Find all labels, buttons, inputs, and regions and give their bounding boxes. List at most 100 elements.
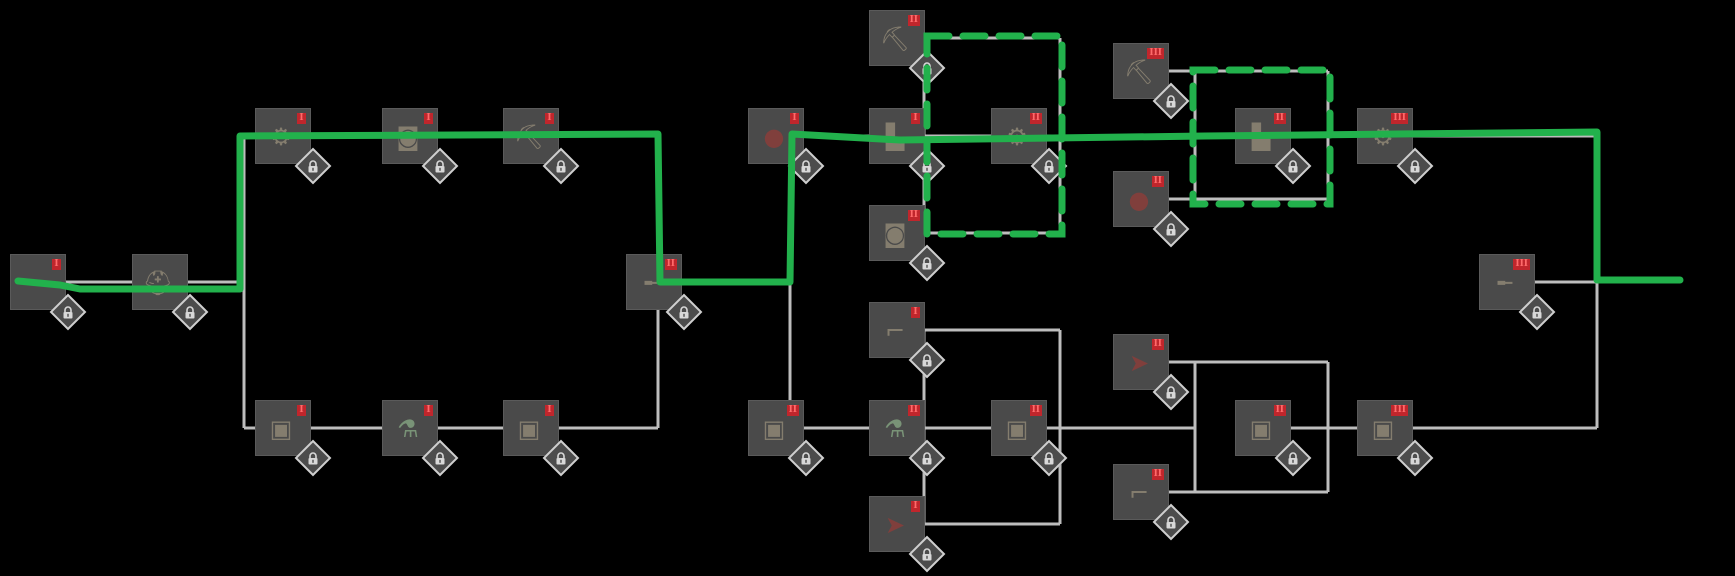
lock-icon bbox=[294, 147, 332, 185]
lock-icon bbox=[1274, 147, 1312, 185]
lock-icon bbox=[294, 439, 332, 477]
lock-icon bbox=[908, 535, 946, 573]
lock-icon bbox=[1274, 439, 1312, 477]
skill-node-motorbike[interactable]: ⚙II bbox=[991, 108, 1068, 185]
vest-icon: ▣ bbox=[1371, 415, 1395, 443]
lock-icon bbox=[171, 293, 209, 331]
vest-icon: ▣ bbox=[1005, 415, 1029, 443]
lock-icon bbox=[1030, 439, 1068, 477]
vest-icon: ▣ bbox=[517, 415, 541, 443]
pickaxe-icon: ⛏ bbox=[513, 123, 545, 151]
lock-icon bbox=[908, 439, 946, 477]
rocket-icon: ➤ bbox=[884, 511, 906, 539]
skill-node-rocket[interactable]: ➤II bbox=[1113, 334, 1190, 411]
skill-node-pills[interactable]: ⚗I bbox=[382, 400, 459, 477]
backpack-icon: ◙ bbox=[396, 123, 420, 151]
lock-icon bbox=[1152, 373, 1190, 411]
lock-icon bbox=[1030, 147, 1068, 185]
vest-icon: ▣ bbox=[269, 415, 293, 443]
tier-badge: II bbox=[1151, 469, 1164, 480]
tier-badge: I bbox=[790, 113, 799, 124]
skill-node-launcher[interactable]: ⌐I bbox=[869, 302, 946, 379]
launcher-icon: ⌐ bbox=[884, 317, 906, 345]
lock-icon bbox=[908, 147, 946, 185]
tier-badge: II bbox=[786, 405, 799, 416]
tier-badge: I bbox=[424, 113, 433, 124]
lock-icon bbox=[49, 293, 87, 331]
connector-lines bbox=[66, 36, 1599, 526]
rocket-icon: ➤ bbox=[1128, 349, 1150, 377]
skill-node-food-sack[interactable]: ●I bbox=[748, 108, 825, 185]
lock-icon bbox=[787, 439, 825, 477]
tier-badge: III bbox=[1147, 48, 1164, 59]
skill-node-motorbike[interactable]: ⚙I bbox=[255, 108, 332, 185]
skill-node-launcher[interactable]: ⌐II bbox=[1113, 464, 1190, 541]
skill-node-rifle[interactable]: ╾III bbox=[1479, 254, 1556, 331]
tier-badge: II bbox=[1273, 405, 1286, 416]
lock-icon bbox=[1152, 210, 1190, 248]
tier-badge: I bbox=[911, 113, 920, 124]
motorbike-icon: ⚙ bbox=[270, 123, 292, 151]
tier-badge: II bbox=[1151, 176, 1164, 187]
skill-node-vest[interactable]: ▣I bbox=[503, 400, 580, 477]
skill-node-pickaxe[interactable]: ⛏II bbox=[869, 10, 946, 87]
skill-node-pills[interactable]: ⚗II bbox=[869, 400, 946, 477]
tier-badge: I bbox=[545, 113, 554, 124]
tier-badge: I bbox=[297, 405, 306, 416]
skill-node-boots[interactable]: ▙II bbox=[1235, 108, 1312, 185]
skill-node-vest[interactable]: ▣II bbox=[748, 400, 825, 477]
tier-badge: I bbox=[52, 259, 61, 270]
skill-node-rifle[interactable]: ╾II bbox=[626, 254, 703, 331]
tier-badge: II bbox=[1151, 339, 1164, 350]
lock-icon bbox=[1152, 82, 1190, 120]
food-sack-icon: ● bbox=[763, 123, 785, 151]
tier-badge: I bbox=[911, 307, 920, 318]
skill-node-backpack[interactable]: ◙I bbox=[382, 108, 459, 185]
lock-icon bbox=[421, 439, 459, 477]
skill-node-motorbike[interactable]: ⚙III bbox=[1357, 108, 1434, 185]
lock-icon bbox=[908, 244, 946, 282]
tier-badge: II bbox=[1273, 113, 1286, 124]
pills-icon: ⚗ bbox=[884, 415, 906, 443]
skill-node-vest[interactable]: ▣I bbox=[255, 400, 332, 477]
skill-tree: ╾I⛑⚙I◙I⛏I▣I⚗I▣I╾II●I⛏II▙I◙II⚙II⛏III●II▙I… bbox=[10, 10, 1684, 573]
lock-icon bbox=[1396, 439, 1434, 477]
skill-node-boots[interactable]: ▙I bbox=[869, 108, 946, 185]
tier-badge: I bbox=[545, 405, 554, 416]
lock-icon bbox=[542, 439, 580, 477]
vest-icon: ▣ bbox=[1249, 415, 1273, 443]
pickaxe-icon: ⛏ bbox=[879, 25, 911, 53]
lock-icon bbox=[1152, 503, 1190, 541]
skill-node-backpack[interactable]: ◙II bbox=[869, 205, 946, 282]
skill-node-vest[interactable]: ▣II bbox=[991, 400, 1068, 477]
tier-badge: I bbox=[911, 501, 920, 512]
tier-badge: II bbox=[1029, 405, 1042, 416]
skill-node-pickaxe[interactable]: ⛏III bbox=[1113, 43, 1190, 120]
lock-icon bbox=[1518, 293, 1556, 331]
skill-node-food-sack[interactable]: ●II bbox=[1113, 171, 1190, 248]
tier-badge: II bbox=[907, 210, 920, 221]
skill-node-pickaxe[interactable]: ⛏I bbox=[503, 108, 580, 185]
skill-node-rifle[interactable]: ╾I bbox=[10, 254, 87, 331]
lock-icon bbox=[908, 341, 946, 379]
highlight-path bbox=[14, 32, 1684, 293]
tier-badge: II bbox=[907, 405, 920, 416]
tier-badge: I bbox=[297, 113, 306, 124]
lock-icon bbox=[908, 49, 946, 87]
launcher-icon: ⌐ bbox=[1128, 479, 1150, 507]
skill-node-helmet[interactable]: ⛑ bbox=[132, 254, 209, 331]
lock-icon bbox=[787, 147, 825, 185]
tier-badge: III bbox=[1513, 259, 1530, 270]
vest-icon: ▣ bbox=[762, 415, 786, 443]
lock-icon bbox=[421, 147, 459, 185]
skill-node-rocket[interactable]: ➤I bbox=[869, 496, 946, 573]
skill-node-vest[interactable]: ▣II bbox=[1235, 400, 1312, 477]
tier-badge: II bbox=[907, 15, 920, 26]
tier-badge: III bbox=[1391, 113, 1408, 124]
skill-node-vest[interactable]: ▣III bbox=[1357, 400, 1434, 477]
lock-icon bbox=[1396, 147, 1434, 185]
pickaxe-icon: ⛏ bbox=[1123, 58, 1155, 86]
lock-icon bbox=[665, 293, 703, 331]
lock-icon bbox=[542, 147, 580, 185]
tier-badge: II bbox=[1029, 113, 1042, 124]
